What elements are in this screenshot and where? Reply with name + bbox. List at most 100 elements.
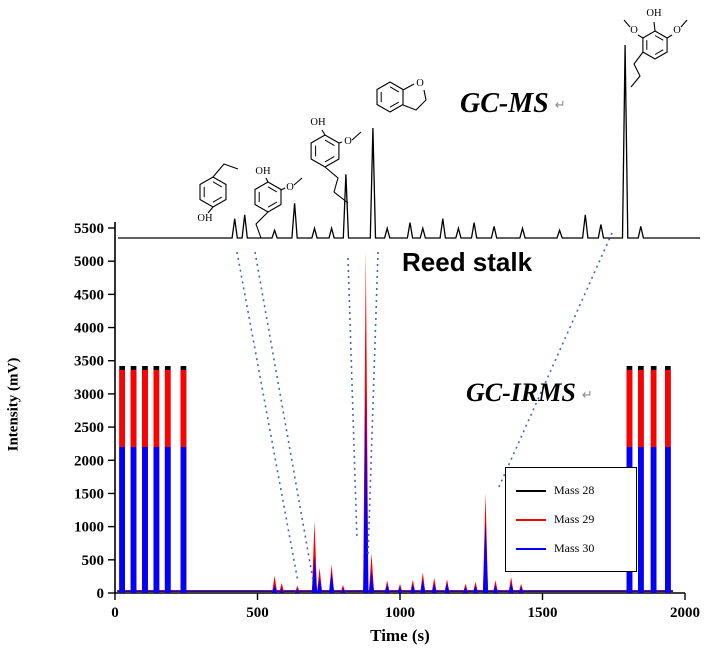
- return-mark-icon: ↵: [581, 387, 593, 403]
- y-tick-label: 2000: [74, 453, 104, 469]
- reference-pulse: [164, 447, 171, 593]
- structure-double-bond: [654, 35, 664, 41]
- irms-peak: [368, 569, 375, 593]
- irms-peak: [518, 587, 524, 593]
- structure-bond: [265, 177, 269, 183]
- structure-double-bond: [389, 101, 400, 108]
- peak-connector: [347, 257, 358, 541]
- irms-peak: [492, 585, 499, 593]
- y-tick-label: 4500: [74, 287, 104, 303]
- structure-bond: [637, 34, 644, 39]
- irms-peak: [317, 577, 323, 593]
- irms-peak: [420, 579, 426, 593]
- structure-bond: [666, 34, 673, 39]
- gcms-label: GC-MS ↵: [460, 88, 566, 120]
- return-mark-icon: ↵: [554, 98, 566, 114]
- x-tick-label: 1000: [385, 605, 415, 621]
- structure-double-bond: [212, 181, 223, 188]
- reference-pulse: [119, 447, 125, 593]
- x-tick-label: 1500: [528, 605, 558, 621]
- structure-bond: [653, 21, 656, 32]
- legend-swatch-mass28: [516, 489, 546, 492]
- structure-label: OH: [310, 117, 326, 128]
- structure-double-bond: [389, 86, 400, 93]
- irms-peak: [340, 588, 346, 593]
- y-tick-label: 1000: [74, 520, 104, 536]
- reference-pulse: [665, 447, 671, 593]
- structure-label: O: [673, 25, 681, 36]
- irms-peak: [397, 587, 403, 593]
- reference-pulse: [130, 447, 137, 593]
- gcms-label-text: GC-MS: [460, 88, 549, 119]
- structure-bond: [324, 166, 349, 204]
- structure-bond: [338, 141, 343, 144]
- irms-peak: [311, 555, 318, 593]
- reference-pulse: [142, 447, 148, 593]
- structure-bond: [293, 177, 303, 186]
- structure-double-bond: [267, 186, 278, 193]
- irms-peak: [363, 387, 369, 593]
- girms-label-text: GC-IRMS: [466, 378, 576, 407]
- x-tick-label: 2000: [670, 605, 700, 621]
- structure-double-bond: [267, 201, 278, 208]
- gcms-trace: [118, 44, 700, 239]
- legend-label-mass28: Mass 28: [554, 483, 595, 497]
- structure-bond: [680, 19, 688, 28]
- structure-bond: [280, 187, 286, 191]
- structure-bond: [255, 211, 269, 239]
- y-tick-label: 3000: [74, 387, 104, 403]
- y-tick-label: 5000: [74, 254, 104, 270]
- structure-label: O: [416, 78, 424, 89]
- legend-item-mass28: Mass 28: [516, 476, 636, 505]
- structure-bond: [321, 129, 326, 136]
- girms-label: GC-IRMS ↵: [466, 378, 593, 408]
- legend-label-mass30: Mass 30: [554, 541, 595, 555]
- reference-pulse: [153, 447, 160, 593]
- x-axis-title: Time (s): [370, 626, 430, 645]
- irms-peak: [279, 583, 285, 593]
- y-tick-label: 1500: [74, 486, 104, 502]
- legend-item-mass30: Mass 30: [516, 534, 636, 563]
- legend: Mass 28 Mass 29 Mass 30: [505, 467, 637, 572]
- irms-peak: [272, 585, 278, 593]
- structure-label: OH: [646, 8, 662, 19]
- irms-peak: [410, 584, 416, 593]
- structure-bond: [402, 89, 427, 111]
- legend-swatch-mass30: [516, 547, 546, 550]
- irms-peak: [472, 585, 479, 593]
- structure-bond: [207, 206, 214, 214]
- irms-peak: [272, 575, 278, 593]
- reference-pulse: [638, 447, 644, 593]
- structure-double-bond: [212, 196, 223, 203]
- y-tick-label: 500: [82, 553, 105, 569]
- irms-peak: [508, 583, 514, 593]
- peak-connector: [236, 251, 299, 583]
- structure-label: O: [286, 182, 294, 193]
- irms-peak: [384, 584, 390, 593]
- peak-connector: [254, 251, 314, 581]
- legend-label-mass29: Mass 29: [554, 512, 595, 526]
- y-tick-label: 4000: [74, 321, 104, 337]
- reference-pulse: [650, 447, 657, 593]
- structure-label: OH: [255, 166, 271, 177]
- y-tick-label: 0: [97, 586, 105, 602]
- y-tick-label: 5500: [74, 221, 104, 237]
- y-tick-label: 2500: [74, 420, 104, 436]
- structure-label: OH: [197, 213, 213, 224]
- legend-item-mass29: Mass 29: [516, 505, 636, 534]
- structure-label: O: [630, 25, 638, 36]
- reference-pulse: [180, 447, 187, 593]
- structure-double-bond: [324, 155, 335, 163]
- peak-connector: [367, 251, 379, 557]
- structure-bond: [630, 51, 644, 88]
- x-tick-label: 500: [246, 605, 269, 621]
- structure-bond: [402, 83, 415, 91]
- structure-bond: [623, 19, 631, 28]
- irms-peak: [329, 572, 335, 593]
- irms-peak: [462, 587, 469, 593]
- irms-peak: [279, 588, 285, 593]
- irms-peak: [444, 583, 450, 593]
- y-axis-title: Intensity (mV): [5, 357, 22, 452]
